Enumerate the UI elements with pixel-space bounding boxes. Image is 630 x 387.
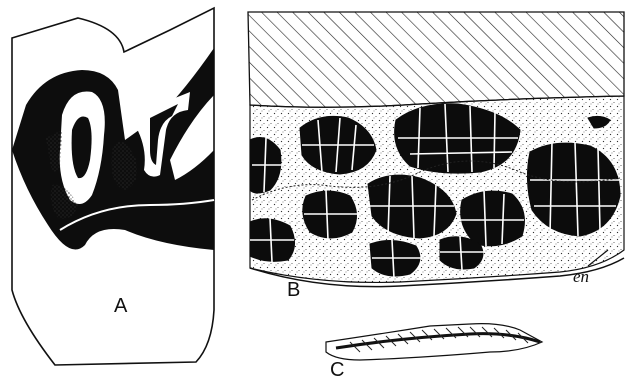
- panel-b-hatched-layer: [248, 12, 624, 107]
- panel-a-label: A: [114, 296, 127, 316]
- panel-b-label: B: [287, 280, 300, 300]
- cluster-7: [461, 191, 525, 246]
- panel-b: [248, 12, 624, 287]
- panel-c-label: C: [330, 360, 344, 380]
- panel-c: [326, 324, 542, 360]
- panel-b-annotation-en: en: [573, 268, 589, 285]
- panel-a: [12, 8, 214, 365]
